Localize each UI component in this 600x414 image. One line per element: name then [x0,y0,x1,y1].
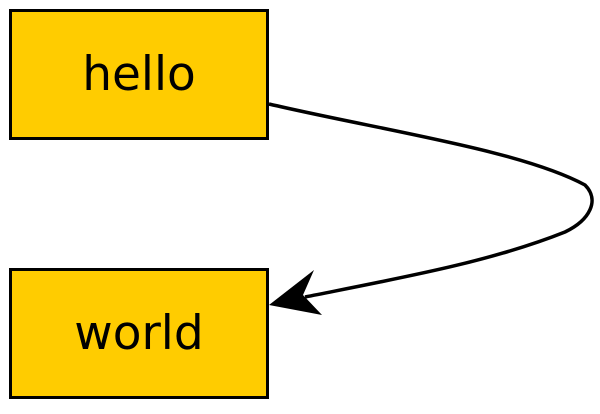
node-world-label: world [74,306,204,361]
arrowhead-icon [269,270,322,315]
node-hello: hello [9,9,269,140]
edge-hello-to-world [268,102,594,299]
node-world: world [9,268,269,399]
node-hello-label: hello [82,47,196,102]
